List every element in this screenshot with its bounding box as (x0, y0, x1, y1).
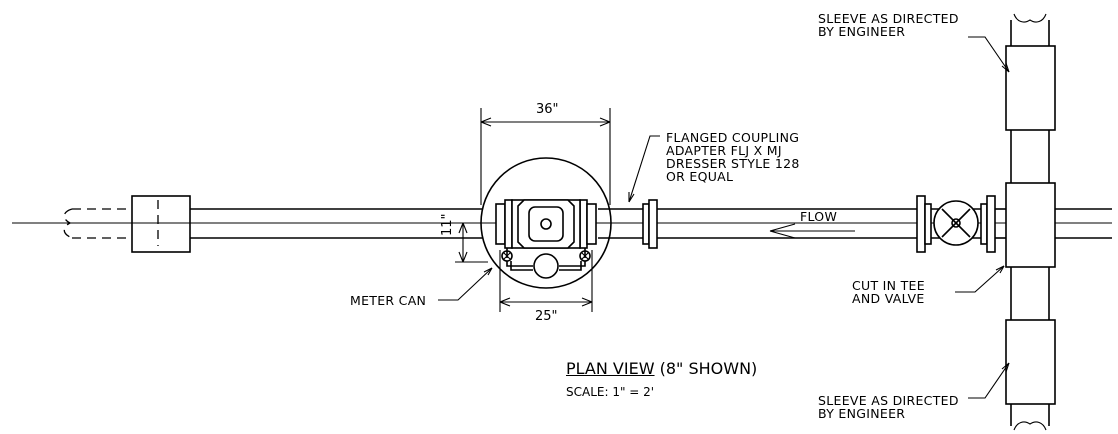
dimension-11 (455, 222, 488, 263)
bottom-sleeve (1005, 319, 1056, 431)
top-sleeve (1005, 13, 1056, 131)
dimension-25 (499, 250, 593, 312)
meter-flanges (495, 199, 597, 249)
flanged-coupling-adapter (642, 199, 658, 249)
label-sleeve-top: SLEEVE AS DIRECTED BY ENGINEER (818, 11, 959, 39)
scale-note: SCALE: 1" = 2' (566, 385, 655, 399)
label-meter-can: METER CAN (350, 293, 427, 308)
plan-view-title: PLAN VIEW (8" SHOWN) (566, 359, 757, 378)
tee-branch (1005, 130, 1112, 320)
label-flow: FLOW (800, 209, 838, 224)
label-cut-in-tee: CUT IN TEE AND VALVE (852, 278, 925, 306)
label-flanged-coupling: FLANGED COUPLING ADAPTER FLJ X MJ DRESSE… (666, 130, 800, 184)
flow-arrow (769, 223, 855, 239)
plan-view-title-suffix: (8" SHOWN) (654, 359, 758, 378)
left-coupling (131, 195, 191, 253)
dim-text-36: 36" (536, 102, 559, 117)
gate-valve (916, 195, 996, 253)
leader-lines (438, 36, 1010, 399)
meter-body (511, 199, 581, 249)
dim-text-25: 25" (535, 309, 558, 324)
dashed-pipe-end (63, 200, 159, 246)
plan-view-title-main: PLAN VIEW (566, 359, 655, 378)
dim-text-11: 11" (440, 213, 455, 236)
meter-bypass (501, 248, 591, 279)
dimension-36 (480, 108, 611, 205)
label-sleeve-bottom: SLEEVE AS DIRECTED BY ENGINEER (818, 393, 959, 421)
